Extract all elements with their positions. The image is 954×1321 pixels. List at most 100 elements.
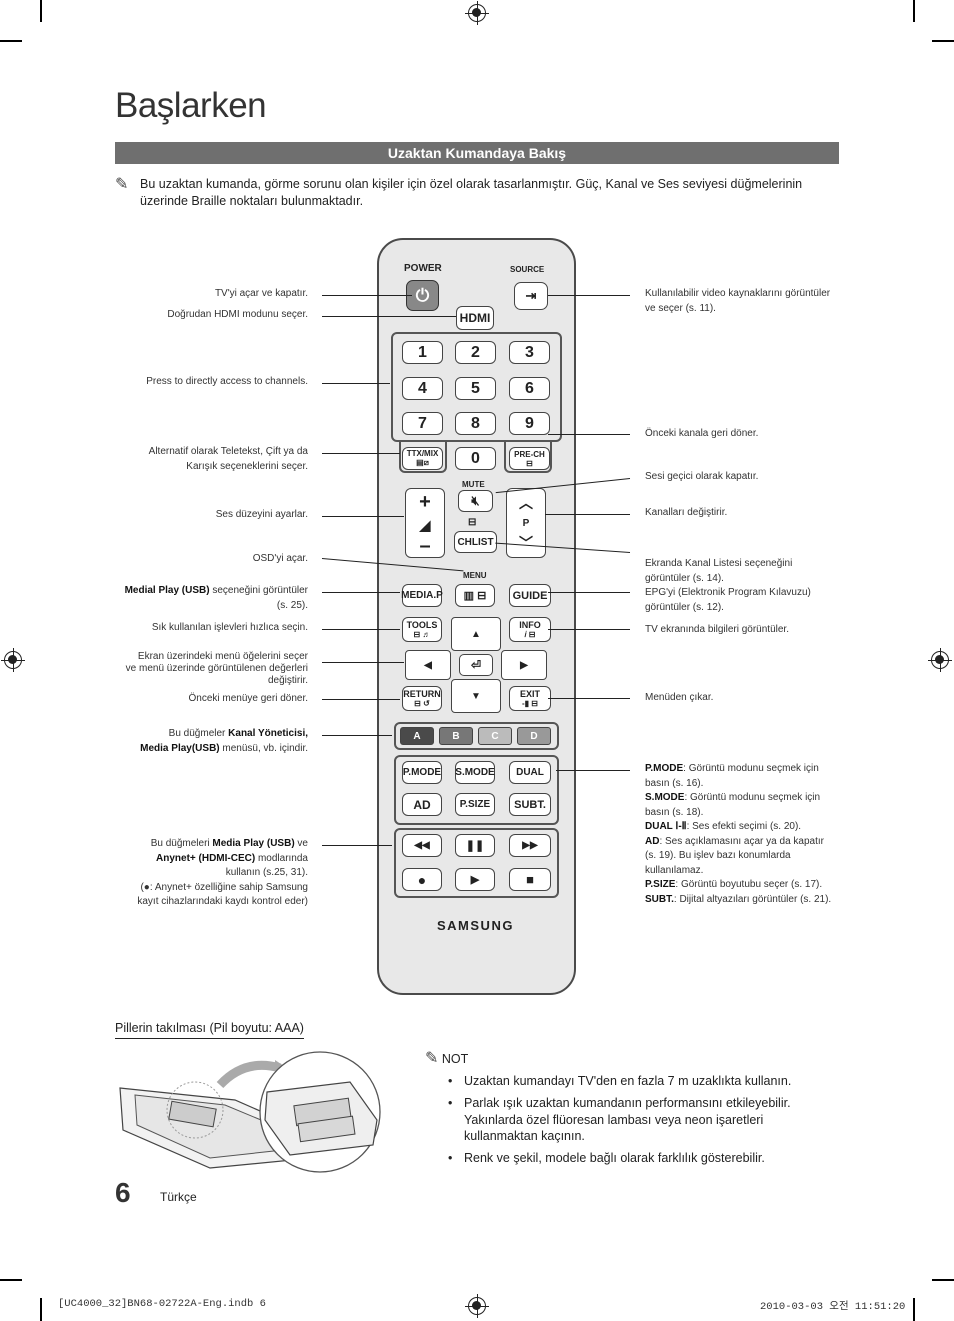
color-group [394, 722, 559, 750]
prech-group [504, 440, 552, 473]
exit-button[interactable]: EXIT -▮ ⊟ [509, 686, 551, 711]
menu-button[interactable]: ▥ ⊟ [455, 584, 495, 607]
note-play-line5: kayıt cihazlarındaki kaydı kontrol eder) [137, 896, 308, 907]
note-mute: Sesi geçici olarak kapatır. [645, 471, 759, 482]
record-icon: ● [417, 871, 427, 888]
nav-right-button[interactable]: ▶ [501, 650, 547, 680]
stop-button[interactable]: ■ [509, 868, 551, 891]
color-button-a[interactable]: A [400, 727, 434, 745]
nav-enter-button[interactable]: ⏎ [459, 654, 493, 676]
channel-rocker[interactable]: ︿ P ﹀ [506, 488, 546, 558]
record-button[interactable]: ● [402, 868, 442, 891]
note-guide-line2: görüntüler (s. 12). [645, 601, 724, 613]
note-play-bold1: Media Play (USB) [212, 838, 295, 849]
pre-ch-button[interactable]: PRE-CH ⊟ [509, 447, 550, 470]
note-media-text: seçeneğini görüntüler [209, 585, 308, 596]
note-ad-bold: AD [645, 835, 660, 847]
num-2[interactable]: 2 [455, 341, 496, 364]
note-color-text2: menüsü, vb. içindir. [219, 742, 308, 754]
mediap-button[interactable]: MEDIA.P [401, 584, 443, 607]
note-color: Bu düğmeler Kanal Yöneticisi, Media Play… [110, 727, 308, 756]
note-subt-text: : Dijital altyazıları görüntüler (s. 21)… [673, 893, 832, 905]
note-smode-line2: basın (s. 18). [645, 806, 704, 818]
stop-icon: ■ [526, 872, 534, 887]
page-title: Başlarken [115, 86, 267, 125]
note-play-bold2: Anynet+ (HDMI-CEC) [156, 852, 256, 864]
subt-button[interactable]: SUBT. [509, 793, 551, 816]
note-ad-line2: (s. 19). Bu işlev bazı konumlarda [645, 850, 791, 861]
note-play-line4: (●: Anynet+ özelliğine sahip Samsung [140, 881, 308, 893]
color-button-b[interactable]: B [439, 727, 473, 745]
pencil-icon: ✎ [425, 1050, 439, 1067]
source-button[interactable]: ⇥ [514, 282, 548, 310]
tools-label: TOOLS [406, 620, 438, 630]
num-9[interactable]: 9 [509, 412, 550, 435]
mute-button[interactable]: 🔇︎ [458, 490, 493, 512]
chlist-button[interactable]: CHLIST [454, 531, 497, 553]
psize-button[interactable]: P.SIZE [455, 793, 495, 816]
source-icon: ⇥ [525, 288, 537, 303]
note-media-line2: (s. 25). [276, 599, 308, 611]
remote-control: POWER ⏻ SOURCE ⇥ HDMI 1 2 3 4 5 6 7 8 9 … [377, 238, 576, 995]
play-button[interactable]: ▶ [455, 868, 495, 891]
info-button[interactable]: INFO 𝑖 ⊟ [509, 617, 551, 642]
dual-button[interactable]: DUAL [509, 761, 551, 784]
note-heading: ✎ NOT [425, 1048, 468, 1068]
note-tools: Sık kullanılan işlevleri hızlıca seçin. [151, 622, 308, 633]
intro-text: Bu uzaktan kumanda, görme sorunu olan ki… [140, 177, 803, 208]
tools-icon: ⊟ ♬ [413, 630, 431, 639]
language-label: Türkçe [160, 1190, 197, 1204]
note-play-text1: Bu düğmeleri [150, 838, 213, 849]
menu-label: MENU [463, 571, 487, 580]
ttx-mix-button[interactable]: TTX/MIX ▤⧄ [402, 447, 443, 470]
return-button[interactable]: RETURN ⊟ ↺ [402, 686, 442, 711]
nav-down-button[interactable]: ▼ [451, 679, 501, 713]
note-play-line3: kullanın (s.25, 31). [225, 867, 308, 878]
chevron-up-icon: ︿ [519, 495, 533, 511]
num-4[interactable]: 4 [402, 377, 443, 400]
guide-button[interactable]: GUIDE [509, 584, 551, 607]
color-button-c[interactable]: C [478, 727, 512, 745]
nav-left-button[interactable]: ◀ [405, 650, 451, 680]
fast-forward-button[interactable]: ▶▶ [509, 834, 551, 857]
pause-icon: ❚❚ [465, 840, 485, 852]
nav-up-button[interactable]: ▲ [451, 617, 501, 651]
num-1[interactable]: 1 [402, 341, 443, 364]
tools-button[interactable]: TOOLS ⊟ ♬ [402, 617, 442, 642]
color-button-d[interactable]: D [517, 727, 551, 745]
pmode-button[interactable]: P.MODE [402, 761, 442, 784]
volume-up-icon: + [419, 491, 431, 513]
note-pmode-bold: P.MODE [645, 763, 684, 774]
note-psize-bold: P.SIZE [645, 879, 676, 890]
rewind-button[interactable]: ◀◀ [402, 834, 442, 857]
registration-mark-top [465, 1, 489, 25]
note-dual-bold: DUAL Ⅰ-Ⅱ [645, 821, 687, 832]
note-ad-line3: kullanılamaz. [645, 864, 704, 876]
note-pmode-text: : Görüntü modunu seçmek için [683, 763, 819, 774]
hdmi-button[interactable]: HDMI [456, 306, 494, 330]
num-6[interactable]: 6 [509, 377, 550, 400]
num-7[interactable]: 7 [402, 412, 443, 435]
note-return: Önceki menüye geri döner. [188, 693, 308, 704]
mute-icon: 🔇︎ [471, 493, 480, 508]
note-item: Renk ve şekil, modele bağlı olarak farkl… [448, 1150, 820, 1167]
return-icon: ⊟ ↺ [414, 699, 430, 708]
note-color-bold2: Media Play(USB) [140, 742, 220, 754]
note-info: TV ekranında bilgileri görüntüler. [645, 624, 789, 635]
menu-icon: ▥ ⊟ [463, 590, 487, 602]
note-ad-text: : Ses açıklamasını açar ya da kapatır [659, 835, 824, 847]
arrow-left-icon: ◀ [424, 659, 432, 671]
ttx-group [399, 440, 447, 473]
volume-rocker[interactable]: + ◢ – [405, 488, 445, 558]
num-8[interactable]: 8 [455, 412, 496, 435]
fast-forward-icon: ▶▶ [522, 840, 538, 851]
num-0[interactable]: 0 [455, 447, 496, 470]
pause-button[interactable]: ❚❚ [455, 834, 495, 857]
ad-button[interactable]: AD [402, 793, 442, 816]
num-5[interactable]: 5 [455, 377, 496, 400]
num-3[interactable]: 3 [509, 341, 550, 364]
note-chlist: Ekranda Kanal Listesi seçeneğini görüntü… [645, 557, 845, 615]
smode-button[interactable]: S.MODE [455, 761, 495, 784]
note-playback: Bu düğmeleri Media Play (USB) ve Anynet+… [110, 837, 308, 910]
info-label: INFO [519, 619, 541, 630]
